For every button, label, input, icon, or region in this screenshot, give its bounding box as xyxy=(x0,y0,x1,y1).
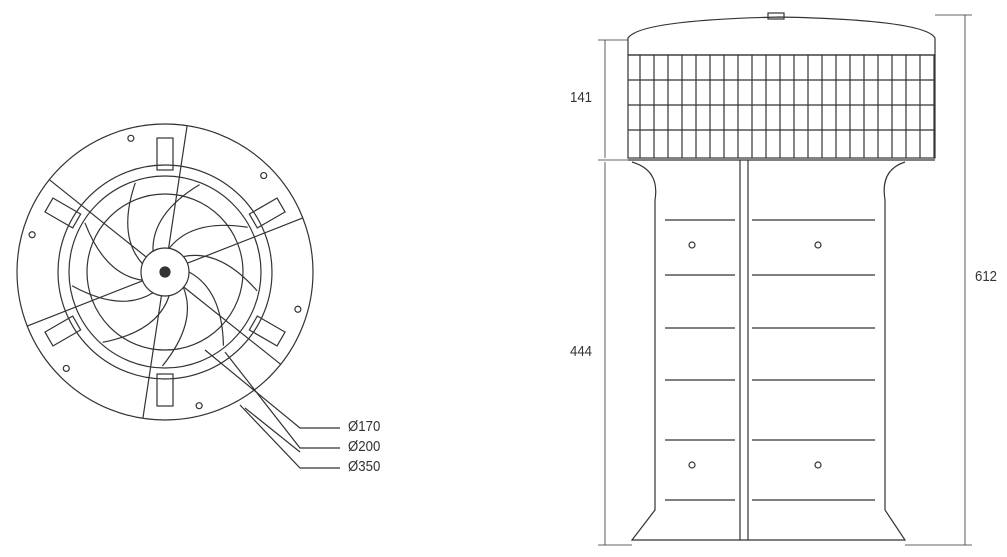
blade xyxy=(127,182,143,265)
screw-hole xyxy=(28,231,36,239)
leader-200 xyxy=(224,351,340,449)
diameter-200-label: Ø200 xyxy=(348,438,381,455)
mounting-bracket xyxy=(156,137,174,171)
rib-line xyxy=(187,217,304,264)
top-view xyxy=(16,123,340,469)
side-view xyxy=(598,12,972,546)
blade xyxy=(71,285,154,302)
screw-hole xyxy=(62,364,70,373)
mounting-bracket xyxy=(156,373,174,407)
screw-hole xyxy=(195,402,203,410)
diameter-350-label: Ø350 xyxy=(348,458,381,475)
body-hole xyxy=(688,241,696,249)
leader-350b xyxy=(239,404,340,469)
blade xyxy=(84,222,143,281)
dimension-lines xyxy=(598,14,972,546)
impeller-circle-170 xyxy=(86,193,244,351)
duct-circle-200 xyxy=(57,164,273,380)
cap-grille xyxy=(627,54,936,159)
body-outline xyxy=(630,161,907,541)
blade xyxy=(168,224,248,249)
outer-flange-circle xyxy=(16,123,314,421)
rib-line xyxy=(26,280,143,327)
blade xyxy=(188,271,225,346)
body-ribs xyxy=(665,219,875,501)
shaft xyxy=(159,266,171,278)
blade xyxy=(152,184,200,252)
grille-bars xyxy=(628,55,935,158)
mounting-bracket xyxy=(248,315,286,347)
body-hole xyxy=(814,241,822,249)
screw-hole xyxy=(260,171,268,180)
flange-ribs xyxy=(26,125,304,419)
rib-line xyxy=(48,179,147,258)
rib-line xyxy=(167,125,188,249)
screw-hole xyxy=(127,134,135,142)
cap-height-label: 141 xyxy=(570,89,593,106)
mounting-bracket xyxy=(44,315,82,347)
cap-top xyxy=(627,16,936,56)
body-hole xyxy=(814,461,822,469)
total-height-label: 612 xyxy=(975,268,998,285)
leader-170 xyxy=(204,349,340,429)
leader-350 xyxy=(244,407,301,453)
blade xyxy=(102,295,170,343)
body-hole xyxy=(688,461,696,469)
screw-hole xyxy=(294,305,302,313)
body-height-label: 444 xyxy=(570,343,593,360)
duct-inner-circle xyxy=(68,175,262,369)
rib-line xyxy=(183,286,282,365)
rib-line xyxy=(142,295,163,419)
mounting-bracket xyxy=(44,197,82,229)
mounting-bracket xyxy=(248,197,286,229)
impeller-blades xyxy=(71,182,258,367)
blade xyxy=(183,254,258,292)
diameter-170-label: Ø170 xyxy=(348,418,381,435)
blade xyxy=(161,287,189,367)
cap-knob xyxy=(767,12,785,20)
